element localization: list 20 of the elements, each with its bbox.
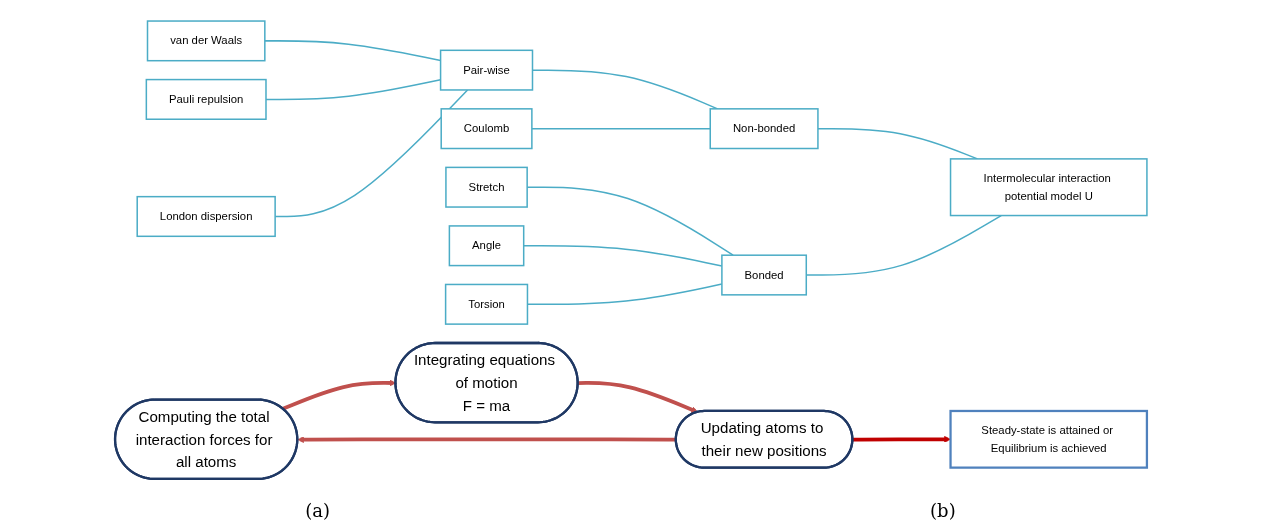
arrow [577,381,698,413]
node-box [709,108,819,150]
node-box [146,20,266,62]
node-box [444,166,528,208]
panel-label: (b) [930,500,956,521]
node-box [444,283,528,325]
node-box [720,254,807,296]
node-box [135,195,276,238]
node-box [439,108,533,150]
node-box [948,409,1148,469]
node-box [448,225,524,267]
panel-label: (a) [305,500,331,521]
node-box [439,49,533,91]
connector [805,214,1002,276]
arrow [296,436,676,443]
node-box [949,158,1148,217]
arrow [281,379,396,411]
node-box [145,78,267,120]
diagram: Coulomb van der Waals Pauli repulsion London dispersion Pair-wise Non-bonded Stretch Angle Torsion Bonded Intermolecular interaction potential model U Computing the total interaction forces for all atoms Integrating equations of motion F = ma Updating atoms to their new positions Steady-state is attained or Equilibrium is achieved [10,15,1251,485]
arrow [852,436,951,443]
